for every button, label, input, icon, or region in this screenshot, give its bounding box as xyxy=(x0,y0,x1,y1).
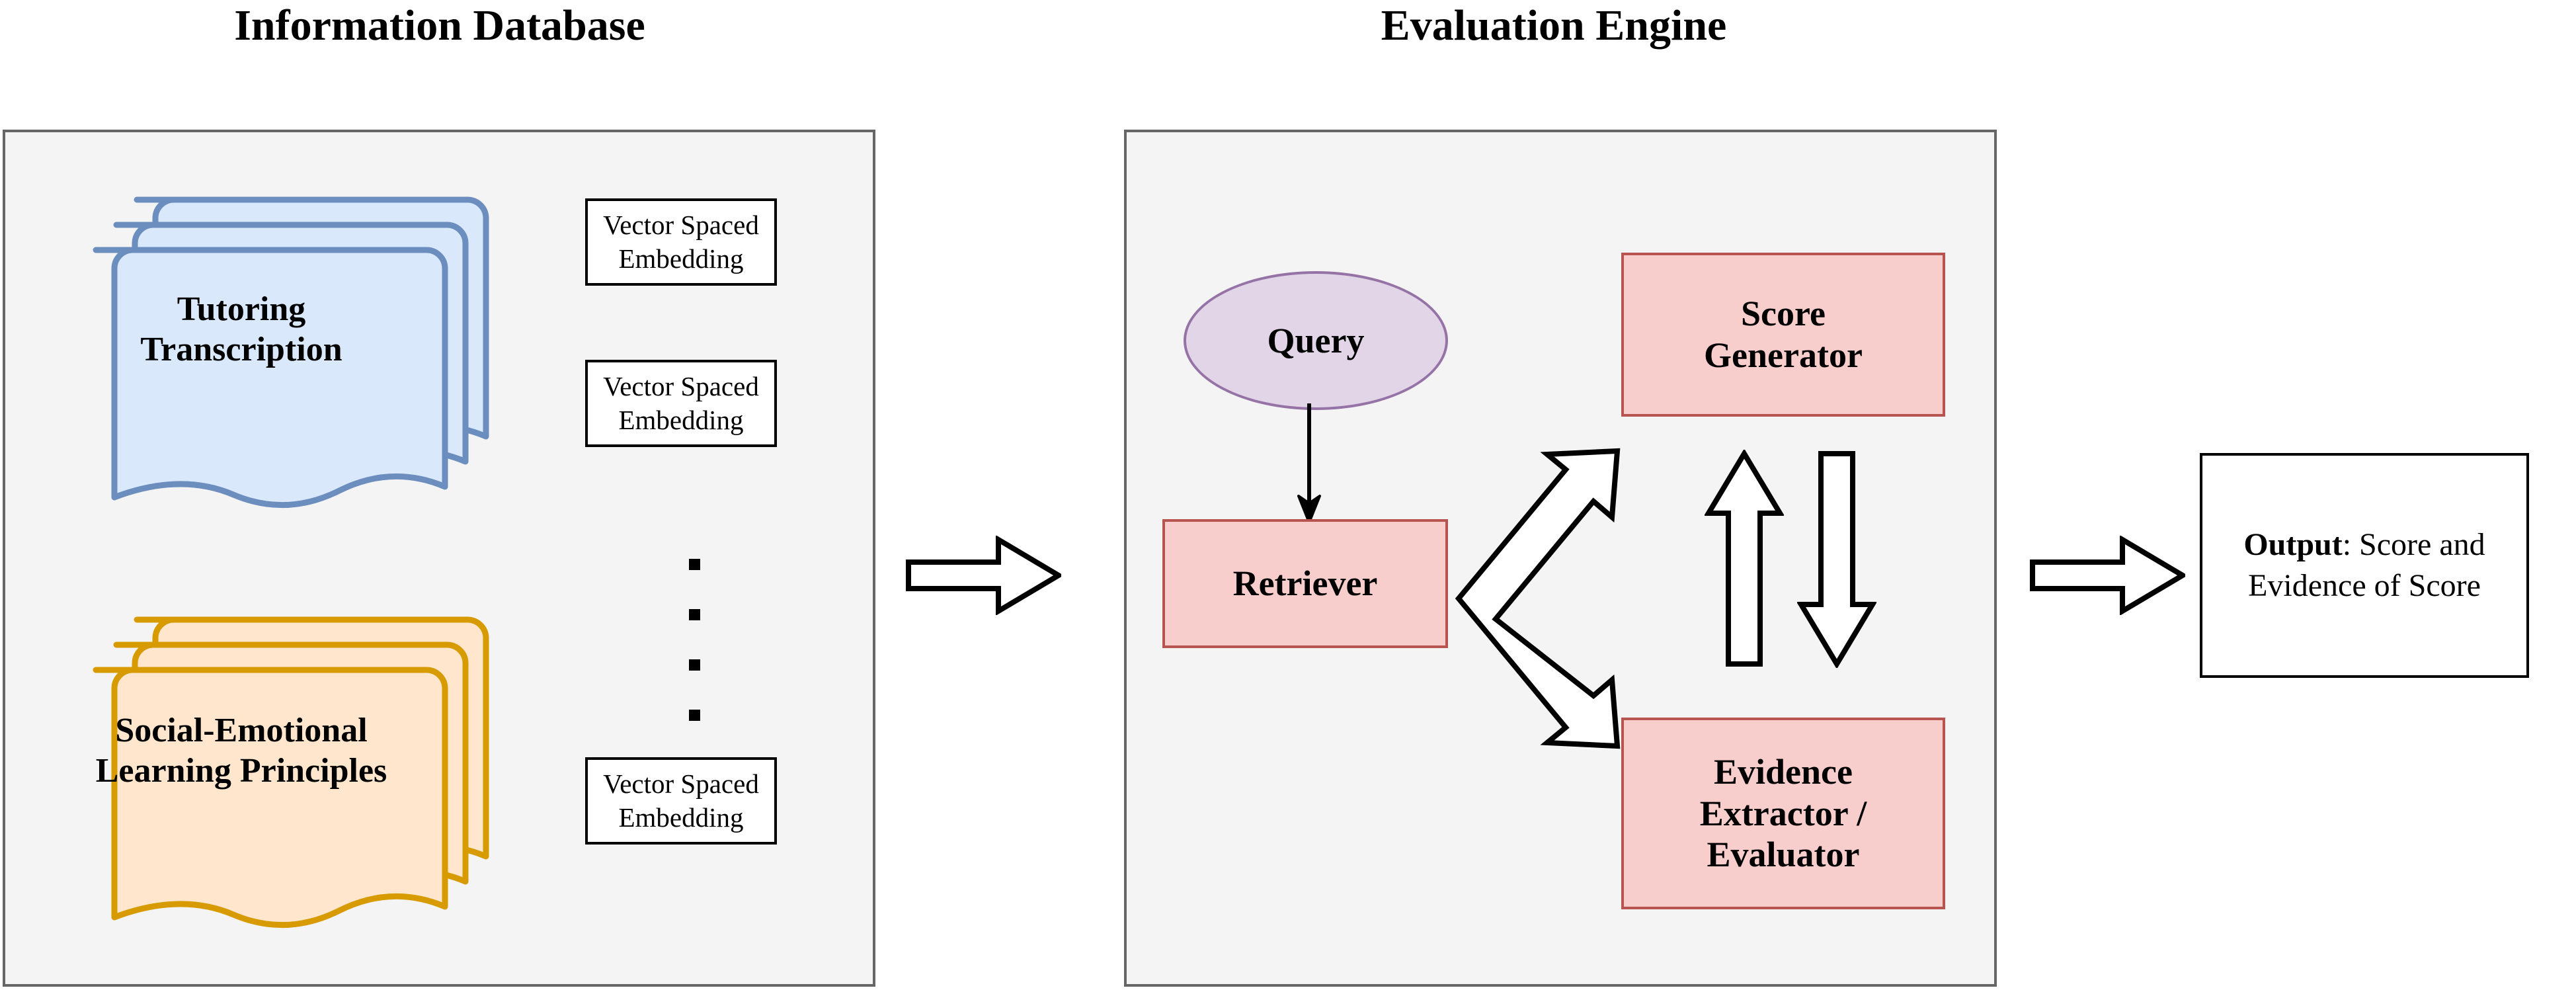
embedding-label-line-2: Embedding xyxy=(618,405,744,435)
doc-label-line-2: Learning Principles xyxy=(95,751,387,790)
ellipsis-dot xyxy=(688,609,700,620)
output-rest-label: : Score and Evidence of Score xyxy=(2248,526,2485,603)
evidence-line-2: Extractor / xyxy=(1699,793,1867,833)
vector-embedding-box-3[interactable]: Vector Spaced Embedding xyxy=(585,757,777,845)
ellipsis-dot xyxy=(688,559,700,570)
node-output[interactable]: Output: Score and Evidence of Score xyxy=(2200,453,2529,678)
doc-label-line-1: Tutoring xyxy=(177,290,306,328)
document-stack-label-tutoring: Tutoring Transcription xyxy=(30,290,453,370)
arrow-down-icon-query-to-retriever xyxy=(1289,403,1329,526)
vector-embedding-box-1[interactable]: Vector Spaced Embedding xyxy=(585,198,777,286)
fork-arrow-icon-retriever-branch xyxy=(1455,443,1646,754)
embedding-label-line-1: Vector Spaced xyxy=(603,371,759,402)
flow-arrow-right-icon-database-to-engine xyxy=(906,536,1061,615)
vector-embedding-box-2[interactable]: Vector Spaced Embedding xyxy=(585,360,777,447)
embedding-label-line-2: Embedding xyxy=(618,802,744,833)
doc-label-line-1: Social-Emotional xyxy=(115,712,368,749)
evidence-line-1: Evidence xyxy=(1713,752,1853,792)
arrow-down-block-icon-score-to-evidence xyxy=(1797,450,1876,668)
embedding-label-line-1: Vector Spaced xyxy=(603,210,759,241)
flow-arrow-right-icon-engine-to-output xyxy=(2030,536,2185,615)
node-score-generator[interactable]: Score Generator xyxy=(1621,253,1945,417)
ellipsis-dot xyxy=(688,659,700,671)
node-query[interactable]: Query xyxy=(1184,271,1448,410)
node-evidence-extractor-evaluator[interactable]: Evidence Extractor / Evaluator xyxy=(1621,718,1945,909)
node-retriever[interactable]: Retriever xyxy=(1162,519,1448,648)
score-generator-line-1: Score xyxy=(1741,294,1826,334)
ellipsis-dot xyxy=(688,710,700,721)
document-stack-label-social-emotional: Social-Emotional Learning Principles xyxy=(30,711,453,792)
output-lead-label: Output xyxy=(2243,526,2343,562)
arrow-up-block-icon-evidence-to-score xyxy=(1705,450,1784,668)
vertical-ellipsis-icon xyxy=(688,559,701,721)
document-stack-social-emotional-learning-principles[interactable]: Social-Emotional Learning Principles xyxy=(30,612,493,929)
page-title-evaluation-engine: Evaluation Engine xyxy=(1381,1,1727,50)
embedding-label-line-1: Vector Spaced xyxy=(603,768,759,800)
evidence-line-3: Evaluator xyxy=(1707,835,1860,875)
embedding-label-line-2: Embedding xyxy=(618,243,744,274)
document-stack-tutoring-transcription[interactable]: Tutoring Transcription xyxy=(30,192,493,509)
doc-label-line-2: Transcription xyxy=(140,330,342,368)
score-generator-line-2: Generator xyxy=(1704,335,1863,375)
page-title-information-database: Information Database xyxy=(234,1,645,50)
